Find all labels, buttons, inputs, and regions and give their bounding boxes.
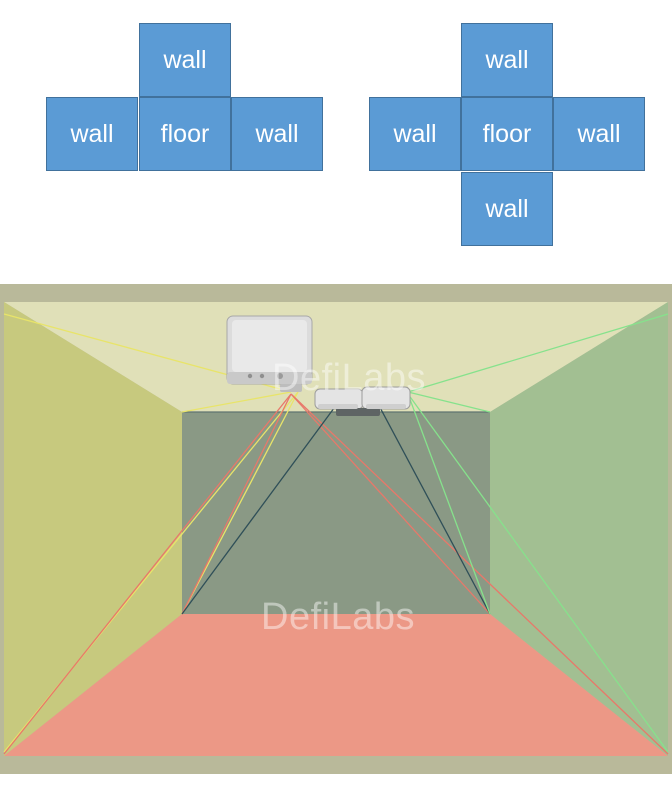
right-wall-surface (490, 302, 668, 756)
net-cell-right-wall: wall (231, 97, 323, 171)
red-beam (181, 393, 292, 615)
room-svg (0, 284, 672, 774)
net-cell-floor: floor (461, 97, 553, 171)
net-cell-right-wall: wall (553, 97, 645, 171)
ceiling-surface (4, 302, 668, 412)
dark-beam (375, 399, 491, 615)
net-cell-bottom-wall: wall (461, 172, 553, 246)
projection-beams (3, 313, 669, 755)
yellow-beam (181, 391, 292, 413)
net-cell-left-wall: wall (369, 97, 461, 171)
red-beam (290, 393, 669, 755)
green-beam (407, 393, 669, 753)
floor-surface (4, 614, 668, 756)
net-cell-floor: floor (139, 97, 231, 171)
red-beam (3, 393, 292, 755)
ceiling-projector (226, 315, 313, 392)
green-beam (407, 393, 491, 615)
dark-beam (181, 399, 341, 615)
net-cell-left-wall: wall (46, 97, 138, 171)
projection-room-illustration: DefiLabs DefiLabs (0, 284, 672, 774)
red-beam (290, 393, 491, 615)
yellow-beam (181, 391, 299, 615)
back-wall-surface (182, 412, 490, 614)
unfolded-room-diagrams: wall wall floor wall wall wall floor wal… (0, 0, 672, 260)
watermark-text: DefiLabs (272, 357, 426, 399)
watermark-text: DefiLabs (261, 596, 415, 638)
green-beam (407, 391, 491, 413)
green-beam (407, 313, 669, 393)
left-wall-surface (4, 302, 182, 756)
net-cell-top-wall: wall (139, 23, 231, 97)
net-cell-top-wall: wall (461, 23, 553, 97)
projector-cluster (314, 386, 411, 416)
